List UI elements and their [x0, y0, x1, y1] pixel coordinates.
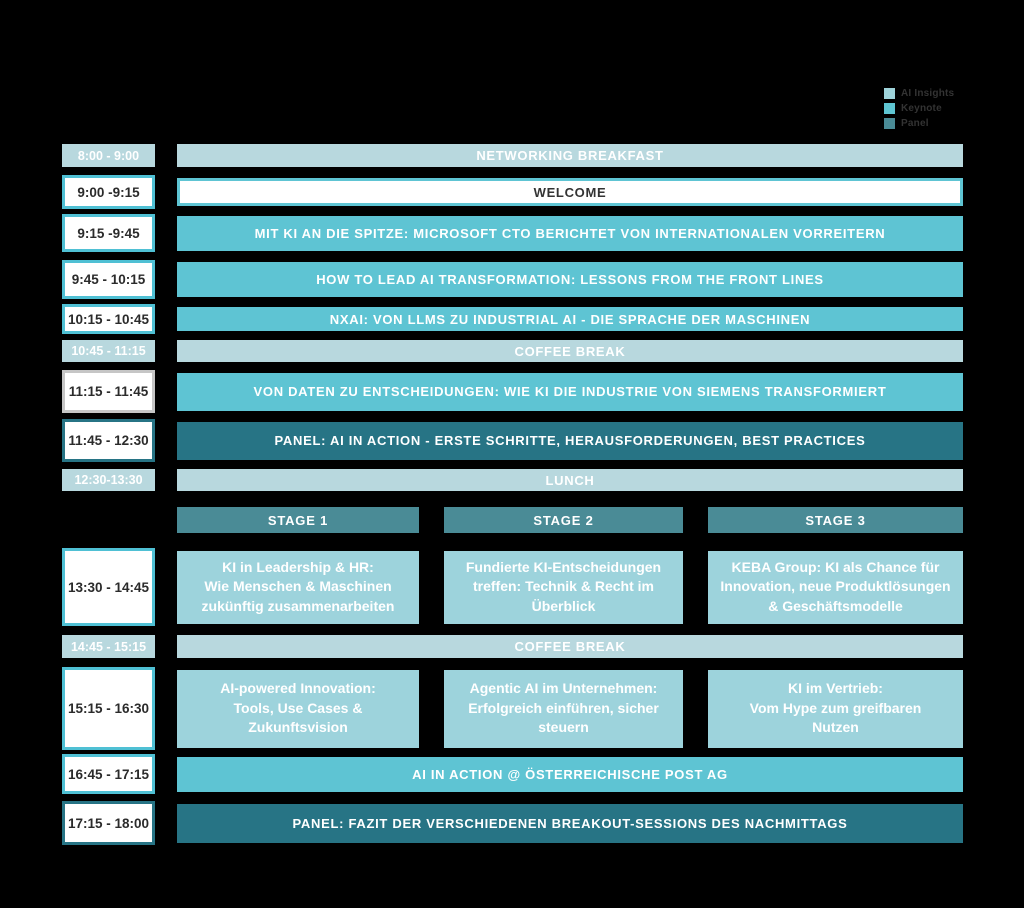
breakout-session[interactable]: Fundierte KI-Entscheidungen treffen: Tec…: [444, 550, 683, 624]
schedule-row: 9:00 -9:15 WELCOME: [62, 175, 963, 209]
session-bar[interactable]: NETWORKING BREAKFAST: [177, 144, 963, 167]
breakout-session[interactable]: KI in Leadership & HR: Wie Menschen & Ma…: [177, 550, 419, 624]
time-column-cell: 11:45 - 12:30: [62, 419, 155, 462]
time-column-cell: 13:30 - 14:45: [62, 548, 155, 626]
time-label: 14:45 - 15:15: [62, 635, 155, 658]
time-label: 11:45 - 12:30: [62, 419, 155, 462]
time-column-cell: 10:15 - 10:45: [62, 304, 155, 334]
stage-header: STAGE 3: [708, 507, 963, 533]
schedule-row: 16:45 - 17:15 AI IN ACTION @ ÖSTERREICHIS…: [62, 754, 963, 794]
time-column-cell: 16:45 - 17:15: [62, 754, 155, 794]
time-label: 15:15 - 16:30: [62, 667, 155, 750]
legend-swatch-icon: [884, 102, 895, 114]
session-bar[interactable]: COFFEE BREAK: [177, 340, 963, 362]
row-content: WELCOME: [177, 175, 963, 209]
time-label: 11:15 - 11:45: [62, 370, 155, 413]
row-content: VON DATEN ZU ENTSCHEIDUNGEN: WIE KI DIE …: [177, 370, 963, 413]
time-label: 10:15 - 10:45: [62, 304, 155, 334]
time-label: 17:15 - 18:00: [62, 801, 155, 845]
row-content: MIT KI AN DIE SPITZE: MICROSOFT CTO BERI…: [177, 214, 963, 252]
time-label: 9:45 - 10:15: [62, 260, 155, 299]
schedule-row: 13:30 - 14:45 KI in Leadership & HR: Wie …: [62, 548, 963, 626]
legend-swatch-icon: [884, 87, 895, 99]
session-bar[interactable]: HOW TO LEAD AI TRANSFORMATION: LESSONS F…: [177, 262, 963, 297]
legend-item: Keynote: [884, 102, 954, 114]
row-content: AI IN ACTION @ ÖSTERREICHISCHE POST AG: [177, 754, 963, 794]
row-content: LUNCH: [177, 469, 963, 491]
legend-label: Panel: [901, 117, 929, 129]
time-label: 10:45 - 11:15: [62, 340, 155, 362]
schedule-row: 10:15 - 10:45 NXAI: VON LLMS ZU INDUSTRIA…: [62, 304, 963, 334]
legend-item: Panel: [884, 117, 954, 129]
schedule-row: 17:15 - 18:00 PANEL: FAZIT DER VERSCHIEDE…: [62, 801, 963, 845]
breakout-session[interactable]: AI-powered Innovation: Tools, Use Cases …: [177, 669, 419, 748]
session-bar[interactable]: VON DATEN ZU ENTSCHEIDUNGEN: WIE KI DIE …: [177, 372, 963, 411]
time-label: 13:30 - 14:45: [62, 548, 155, 626]
schedule-row: 10:45 - 11:15 COFFEE BREAK: [62, 340, 963, 362]
legend-label: Keynote: [901, 102, 942, 114]
row-content: COFFEE BREAK: [177, 635, 963, 658]
time-column-cell: 8:00 - 9:00: [62, 144, 155, 167]
row-content: PANEL: AI IN ACTION - ERSTE SCHRITTE, HE…: [177, 419, 963, 462]
session-bar[interactable]: MIT KI AN DIE SPITZE: MICROSOFT CTO BERI…: [177, 215, 963, 251]
row-content: COFFEE BREAK: [177, 340, 963, 362]
row-content: KI in Leadership & HR: Wie Menschen & Ma…: [177, 548, 963, 626]
time-label: 9:00 -9:15: [62, 175, 155, 209]
schedule-row: 14:45 - 15:15 COFFEE BREAK: [62, 635, 963, 658]
row-content: AI-powered Innovation: Tools, Use Cases …: [177, 667, 963, 750]
row-content: NETWORKING BREAKFAST: [177, 144, 963, 167]
session-bar[interactable]: NXAI: VON LLMS ZU INDUSTRIAL AI - DIE SP…: [177, 307, 963, 331]
session-bar[interactable]: COFFEE BREAK: [177, 635, 963, 658]
time-column-cell: 14:45 - 15:15: [62, 635, 155, 658]
row-content: STAGE 1 STAGE 2 STAGE 3: [177, 507, 963, 533]
session-bar[interactable]: PANEL: AI IN ACTION - ERSTE SCHRITTE, HE…: [177, 421, 963, 460]
schedule-row: 11:45 - 12:30 PANEL: AI IN ACTION - ERSTE…: [62, 419, 963, 462]
schedule-rows: 8:00 - 9:00 NETWORKING BREAKFAST 9:00 -9:1…: [62, 144, 963, 845]
time-label: 8:00 - 9:00: [62, 144, 155, 167]
session-bar[interactable]: AI IN ACTION @ ÖSTERREICHISCHE POST AG: [177, 756, 963, 792]
time-column-cell: 12:30-13:30: [62, 469, 155, 491]
time-column-cell: 9:00 -9:15: [62, 175, 155, 209]
time-column-cell: 9:45 - 10:15: [62, 260, 155, 299]
stage-header: STAGE 1: [177, 507, 419, 533]
stage-header: STAGE 2: [444, 507, 683, 533]
time-label: 12:30-13:30: [62, 469, 155, 491]
session-bar[interactable]: PANEL: FAZIT DER VERSCHIEDENEN BREAKOUT-…: [177, 803, 963, 843]
legend-item: AI Insights: [884, 87, 954, 99]
row-content: NXAI: VON LLMS ZU INDUSTRIAL AI - DIE SP…: [177, 304, 963, 334]
time-label: 9:15 -9:45: [62, 214, 155, 252]
breakout-session[interactable]: Agentic AI im Unternehmen: Erfolgreich e…: [444, 669, 683, 748]
schedule-row: 8:00 - 9:00 NETWORKING BREAKFAST: [62, 144, 963, 167]
schedule-row: 9:45 - 10:15 HOW TO LEAD AI TRANSFORMATIO…: [62, 260, 963, 299]
time-column-cell: 10:45 - 11:15: [62, 340, 155, 362]
schedule-row: 12:30-13:30 LUNCH: [62, 469, 963, 491]
schedule-row: 11:15 - 11:45 VON DATEN ZU ENTSCHEIDUNGEN…: [62, 370, 963, 413]
legend-label: AI Insights: [901, 87, 955, 99]
breakout-session[interactable]: KI im Vertrieb: Vom Hype zum greifbaren …: [708, 669, 963, 748]
row-content: HOW TO LEAD AI TRANSFORMATION: LESSONS F…: [177, 260, 963, 299]
time-column-cell: 15:15 - 16:30: [62, 667, 155, 750]
legend-swatch-icon: [884, 117, 895, 129]
breakout-session[interactable]: KEBA Group: KI als Chance für Innovation…: [708, 550, 963, 624]
session-bar[interactable]: LUNCH: [177, 469, 963, 491]
row-content: PANEL: FAZIT DER VERSCHIEDENEN BREAKOUT-…: [177, 801, 963, 845]
schedule-row: STAGE 1 STAGE 2 STAGE 3: [62, 507, 963, 533]
schedule-row: 9:15 -9:45 MIT KI AN DIE SPITZE: MICROSOF…: [62, 214, 963, 252]
time-column-cell: 17:15 - 18:00: [62, 801, 155, 845]
time-column-cell: 11:15 - 11:45: [62, 370, 155, 413]
time-label: 16:45 - 17:15: [62, 754, 155, 794]
time-column-cell: 9:15 -9:45: [62, 214, 155, 252]
session-bar[interactable]: WELCOME: [177, 178, 963, 206]
schedule-row: 15:15 - 16:30 AI-powered Innovation: Tool…: [62, 667, 963, 750]
time-column-cell: [62, 507, 155, 533]
